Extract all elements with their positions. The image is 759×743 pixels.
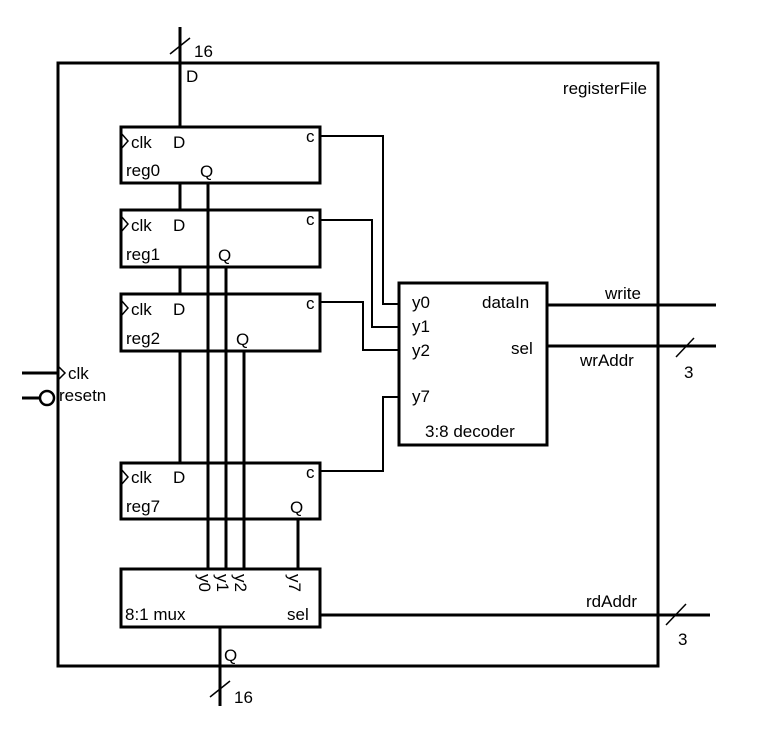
mux-y1: y1	[213, 574, 232, 592]
data-out-width: 16	[234, 688, 253, 707]
data-out-port: Q	[224, 646, 237, 665]
register-file-block	[56, 61, 660, 668]
reg7-d-label: D	[173, 468, 185, 487]
reg0-c-label: c	[306, 127, 315, 146]
decoder-y1: y1	[412, 317, 430, 336]
decoder-y2: y2	[412, 341, 430, 360]
resetn-label: resetn	[59, 386, 106, 405]
register-reg2: clk D c reg2 Q	[119, 292, 322, 353]
register-reg0: clk D c reg0 Q	[119, 125, 322, 185]
reg1-q-label: Q	[218, 246, 231, 265]
mux-block: y0 y1 y2 y7 8:1 mux sel	[119, 567, 322, 629]
reg7-c-label: c	[306, 463, 315, 482]
wraddr-width: 3	[684, 363, 693, 382]
register-reg7: clk D c reg7 Q	[119, 461, 322, 521]
decoder-sel: sel	[511, 339, 533, 358]
reg2-c-label: c	[306, 294, 315, 313]
data-in-width: 16	[194, 42, 213, 61]
reg7-name: reg7	[126, 497, 160, 516]
reg0-q-label: Q	[200, 162, 213, 181]
resetn-input: resetn	[22, 386, 106, 407]
reg2-d-label: D	[173, 300, 185, 319]
decoder-block: y0 y1 y2 y7 dataIn sel 3:8 decoder	[397, 281, 549, 447]
reg2-clk-label: clk	[131, 300, 152, 319]
rdaddr-label: rdAddr	[586, 592, 637, 611]
data-in-bus: 16 D	[169, 27, 213, 127]
mux-y2: y2	[231, 574, 250, 592]
module-name: registerFile	[563, 79, 647, 98]
decoder-y0: y0	[412, 293, 430, 312]
write-input: write	[547, 284, 716, 307]
reg1-c-label: c	[306, 210, 315, 229]
decoder-datain: dataIn	[482, 293, 529, 312]
reg1-clk-label: clk	[131, 216, 152, 235]
reg0-d-label: D	[173, 133, 185, 152]
reg0-name: reg0	[126, 161, 160, 180]
data-out-bus: Q 16	[209, 627, 253, 707]
reg0-clk-label: clk	[131, 133, 152, 152]
wraddr-input: wrAddr 3	[547, 337, 716, 382]
reg7-clk-label: clk	[131, 468, 152, 487]
wraddr-label: wrAddr	[579, 351, 634, 370]
decoder-name: 3:8 decoder	[425, 422, 515, 441]
mux-name: 8:1 mux	[125, 605, 186, 624]
reg1-name: reg1	[126, 245, 160, 264]
reg2-q-label: Q	[236, 330, 249, 349]
clk-input: clk	[22, 364, 89, 383]
reg2-name: reg2	[126, 329, 160, 348]
mux-y0: y0	[195, 574, 214, 592]
mux-y7: y7	[285, 574, 304, 592]
write-label: write	[604, 284, 641, 303]
q-lines-dotted	[207, 210, 245, 519]
mux-sel: sel	[287, 605, 309, 624]
enable-wires	[320, 135, 399, 472]
data-in-port: D	[186, 67, 198, 86]
clk-label: clk	[68, 364, 89, 383]
decoder-y7: y7	[412, 387, 430, 406]
rdaddr-input: rdAddr 3	[320, 592, 710, 649]
reg1-d-label: D	[173, 216, 185, 235]
register-reg1: clk D c reg1 Q	[119, 208, 322, 269]
rdaddr-width: 3	[678, 630, 687, 649]
reg7-q-label: Q	[290, 498, 303, 517]
